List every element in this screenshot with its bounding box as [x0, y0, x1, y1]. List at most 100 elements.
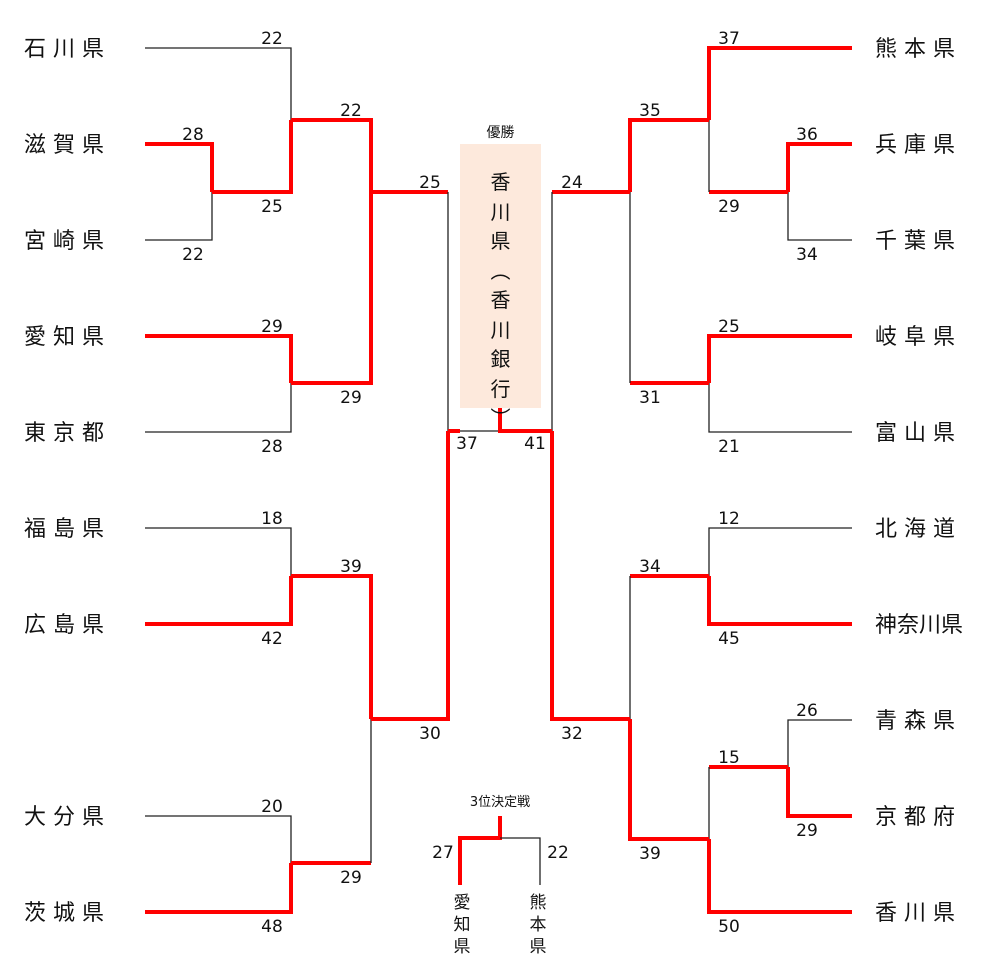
- score-label: 24: [561, 173, 583, 193]
- bracket-line: [498, 408, 552, 433]
- third-place-team-left: 県: [454, 937, 471, 957]
- score-label: 34: [796, 245, 818, 265]
- bracket-line: [500, 837, 541, 885]
- champion-char: 県: [490, 229, 511, 253]
- score-label: 29: [796, 821, 818, 841]
- score-label: 18: [261, 509, 283, 529]
- team-name: 兵 庫 県: [875, 133, 955, 158]
- team-name: 福 島 県: [24, 517, 104, 542]
- score-label: 22: [340, 101, 362, 121]
- team-name: 京 都 府: [875, 805, 955, 830]
- bracket-line: [145, 142, 214, 192]
- bracket-line: [787, 192, 852, 241]
- third-place-score-right: 22: [547, 843, 569, 863]
- score-label: 32: [561, 724, 583, 744]
- champion-label: 優勝: [486, 125, 515, 141]
- score-label: 25: [261, 197, 283, 217]
- team-name: 香 川 県: [875, 901, 955, 926]
- score-label: 12: [718, 509, 740, 529]
- bracket-line: [707, 334, 852, 383]
- team-name: 熊 本 県: [875, 37, 955, 62]
- bracket-line: [628, 719, 709, 841]
- champion-char: 川: [490, 317, 511, 342]
- score-label: 21: [718, 437, 740, 457]
- third-place-team-left: 知: [454, 915, 471, 935]
- score-label: 22: [182, 245, 204, 265]
- champion-char: 行: [490, 376, 511, 401]
- team-name: 岐 阜 県: [875, 325, 955, 350]
- score-label: 39: [340, 557, 362, 577]
- bracket-line: [628, 118, 709, 192]
- team-name: 広 島 県: [24, 613, 104, 638]
- bracket-line: [787, 719, 852, 767]
- bracket-line: [212, 120, 293, 194]
- bracket-line: [371, 431, 450, 721]
- score-label: 35: [639, 101, 661, 121]
- bracket-line: [786, 142, 852, 192]
- team-name: 愛 知 県: [24, 325, 104, 350]
- team-name: 茨 城 県: [24, 901, 104, 926]
- bracket-line: [707, 46, 852, 120]
- team-name: 北 海 道: [875, 517, 955, 542]
- score-label: 29: [340, 388, 362, 408]
- score-label: 20: [261, 797, 283, 817]
- third-place-label: 3位決定戦: [470, 795, 530, 810]
- bracket-line: [458, 816, 502, 885]
- bracket-line: [550, 431, 630, 721]
- score-label: 29: [718, 197, 740, 217]
- bracket-line: [708, 527, 852, 576]
- score-label: 25: [419, 173, 441, 193]
- bracket-line: [707, 576, 852, 626]
- team-name: 宮 崎 県: [24, 229, 104, 254]
- third-place-team-right: 本: [530, 915, 547, 935]
- bracket-line: [707, 839, 852, 914]
- score-label: 39: [639, 844, 661, 864]
- champion-name: 香川県︵香川銀行︶: [460, 168, 541, 434]
- bracket-line: [145, 334, 293, 383]
- team-name: 大 分 県: [24, 805, 104, 830]
- score-label: 48: [261, 917, 283, 937]
- score-label: 25: [718, 317, 740, 337]
- score-label: 28: [261, 437, 283, 457]
- score-label: 42: [261, 629, 283, 649]
- score-label: 36: [796, 125, 818, 145]
- team-name: 東 京 都: [24, 421, 104, 446]
- score-label: 50: [718, 917, 740, 937]
- bracket-line: [291, 574, 373, 719]
- bracket-line: [786, 767, 852, 818]
- champion-char: 川: [490, 199, 511, 224]
- score-label: 31: [639, 388, 661, 408]
- champion-box: [460, 144, 541, 408]
- score-label: 37: [718, 29, 740, 49]
- bracket-line: [145, 527, 292, 576]
- score-label: 22: [261, 29, 283, 49]
- bracket-line: [145, 192, 213, 241]
- score-label: 45: [718, 629, 740, 649]
- bracket-line: [291, 118, 373, 192]
- bracket-line: [145, 47, 292, 120]
- bracket-line: [145, 863, 293, 914]
- final-score-left: 37: [456, 434, 478, 454]
- third-place-team-right: 熊: [530, 893, 547, 913]
- bracket-line: [291, 192, 373, 385]
- score-label: 26: [796, 701, 818, 721]
- team-name: 滋 賀 県: [24, 133, 104, 158]
- third-place-score-left: 27: [432, 843, 454, 863]
- team-name: 石 川 県: [24, 37, 104, 62]
- champion-char: 香: [490, 170, 511, 194]
- score-label: 15: [718, 748, 740, 768]
- score-label: 34: [639, 557, 661, 577]
- bracket-line: [145, 815, 292, 863]
- champion-char: ︶: [490, 406, 511, 430]
- score-label: 29: [261, 317, 283, 337]
- score-label: 28: [182, 125, 204, 145]
- score-label: 30: [419, 724, 441, 744]
- third-place-team-right: 県: [530, 937, 547, 957]
- bracket-line: [145, 576, 293, 626]
- champion-char: 香: [490, 288, 511, 312]
- champion-char: ︵: [490, 258, 511, 283]
- team-name: 千 葉 県: [875, 229, 955, 254]
- team-name: 富 山 県: [875, 421, 955, 446]
- bracket-line: [145, 383, 292, 433]
